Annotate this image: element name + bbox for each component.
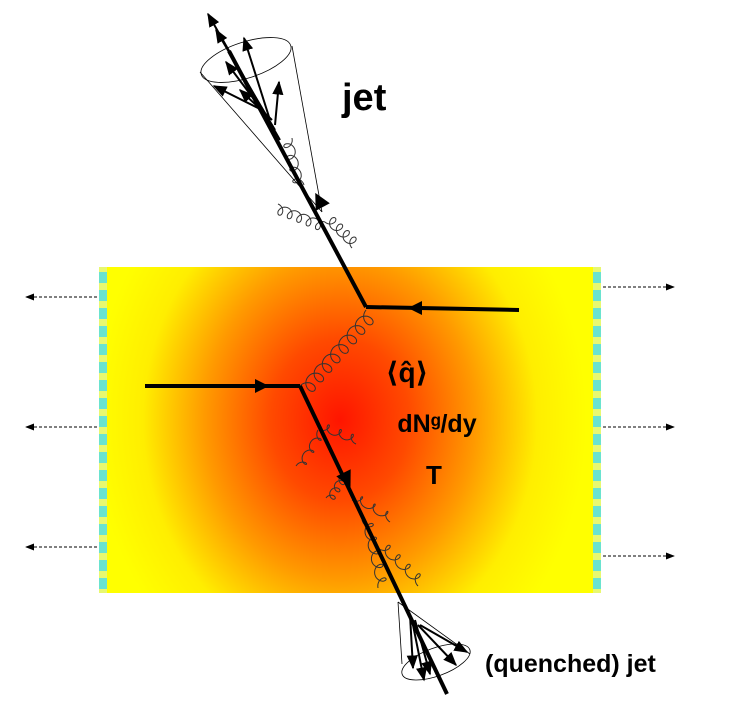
arrow-icon [225,60,263,111]
incoming-parton-right [365,305,520,312]
gluon-density-label: dNᵍ/dy [397,410,476,438]
incoming-partons [145,301,520,393]
arrow-icon [336,469,351,488]
jet-bottom-label: (quenched) jet [485,650,657,678]
gluon-spring-icon [325,475,346,500]
jet-cone-icon [200,37,292,83]
jet-cone-bottom [397,601,471,682]
medium [99,267,601,593]
gluon-spring-icon [351,496,391,523]
jet-cone-top [199,12,323,213]
medium-right-edge [593,267,601,593]
flow-arrows [25,283,675,560]
medium-left-edge [99,267,107,593]
gluon-spring-icon [283,137,305,186]
gluon-spring-icon [324,216,357,249]
gluon-spring-icon [295,429,322,467]
arrow-icon [212,85,263,111]
jet-fragments-top [207,12,284,141]
arrow-icon [255,379,269,393]
gluon-spring-icon [319,424,357,445]
leading-parton-bottom [298,385,449,695]
jet-fragments-bottom [406,614,469,682]
jet-top-label: jet [341,77,387,119]
gluon-spring-icon [377,544,421,587]
arrow-icon [414,619,433,676]
arrow-icon [408,301,422,315]
arrow-icon [412,624,428,682]
arrow-icon [238,89,273,121]
temperature-label: T [426,460,442,490]
medium-rectangle [99,267,601,593]
qhat-label: ⟨q̂⟩ [386,357,429,388]
arrow-icon [242,36,271,121]
arrow-icon [315,192,330,211]
arrow-icon [417,624,457,667]
gluon-spring-icon [299,309,374,392]
arrow-icon [272,80,284,126]
arrow-icon [406,614,418,670]
jet-cone-icon [401,643,471,681]
arrow-icon [419,624,469,653]
